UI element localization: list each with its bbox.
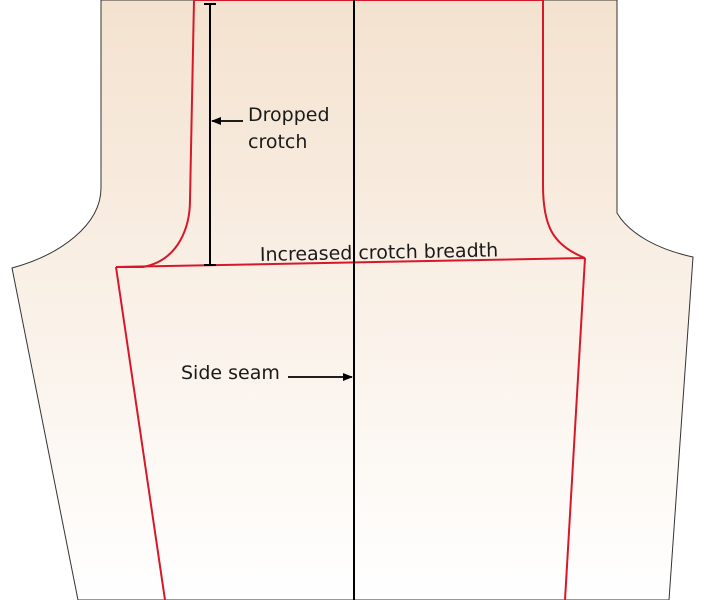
side-seam-label: Side seam — [181, 362, 280, 384]
adjusted-crotch-outline — [116, 0, 586, 268]
increased-crotch-breadth-line — [115, 257, 586, 268]
dropped-crotch-label-line1: Dropped — [248, 104, 330, 126]
crotch-breadth-label: Increased crotch breadth — [260, 239, 499, 266]
dropped-crotch-dimension — [204, 3, 216, 266]
adjusted-left-leg-line — [115, 266, 166, 600]
dropped-crotch-label-line2: crotch — [248, 131, 307, 153]
adjusted-right-leg-line — [564, 257, 586, 600]
original-pattern-outline — [11, 0, 694, 600]
